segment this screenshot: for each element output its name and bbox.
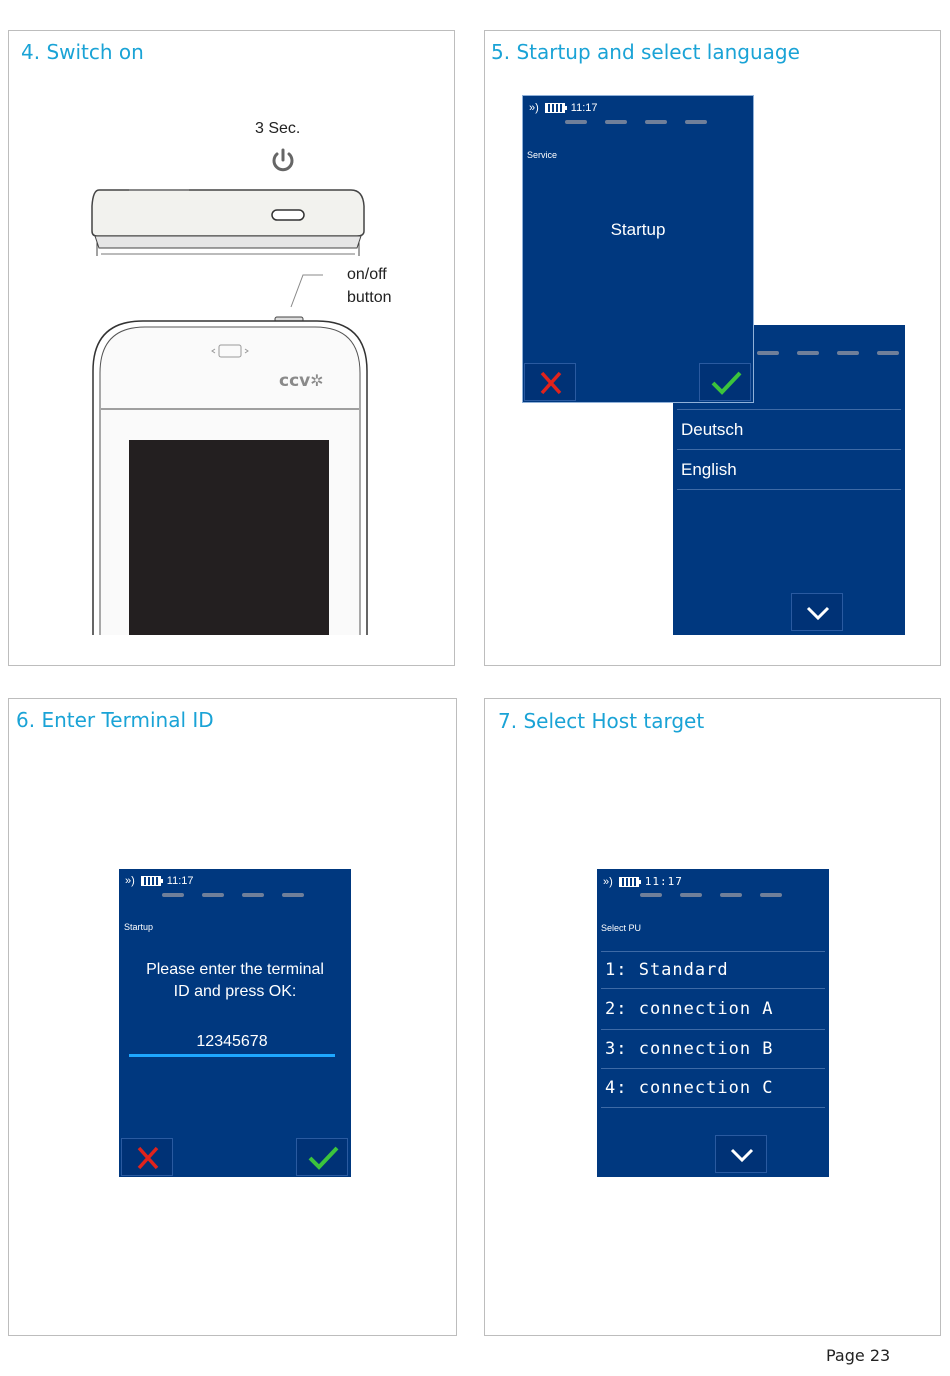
ccv-logo: ccv✲ <box>279 371 324 391</box>
panel-startup-language: 5. Startup and select language Deutsch E… <box>484 30 941 666</box>
on-off-label-line1: on/off <box>347 266 387 283</box>
device-front-view <box>92 316 368 635</box>
panel-title: 5. Startup and select language <box>491 40 800 64</box>
host-option-connection-a[interactable]: 2: connection A <box>601 989 825 1030</box>
duration-label: 3 Sec. <box>255 120 301 137</box>
host-target-screen: ») 11:17 Select PU 1: Standard 2: connec… <box>597 869 829 1177</box>
scroll-down-button[interactable] <box>791 593 843 631</box>
contactless-icon: ») <box>529 102 539 114</box>
progress-dashes <box>565 120 707 124</box>
startup-message: Startup <box>610 220 666 239</box>
clock: 11:17 <box>570 102 598 114</box>
progress-dashes <box>640 893 782 897</box>
ok-button[interactable] <box>699 363 751 401</box>
progress-dashes <box>757 351 899 355</box>
host-option-connection-b[interactable]: 3: connection B <box>601 1030 825 1069</box>
battery-icon <box>618 876 641 887</box>
button-pointer-line <box>290 274 323 308</box>
language-option-english[interactable]: English <box>677 450 901 490</box>
screen-caption: Select PU <box>601 923 642 933</box>
panel-title: 6. Enter Terminal ID <box>16 708 214 732</box>
scroll-down-button[interactable] <box>715 1135 767 1173</box>
power-icon <box>272 148 294 172</box>
cancel-button[interactable] <box>121 1138 173 1176</box>
status-bar: ») 11:17 <box>529 102 598 114</box>
panel-terminal-id: 6. Enter Terminal ID ») 11:17 Startup Pl… <box>8 698 457 1336</box>
clock: 11:17 <box>166 875 194 887</box>
progress-dashes <box>162 893 304 897</box>
language-screen: Deutsch English <box>673 325 905 635</box>
status-bar: ») 11:17 <box>603 875 683 888</box>
on-off-label: on/off button <box>347 263 391 309</box>
battery-icon <box>140 876 163 886</box>
terminal-id-screen: ») 11:17 Startup Please enter the termin… <box>119 869 351 1177</box>
ccv-logo-text: ccv <box>279 371 311 391</box>
screen-caption: Service <box>527 150 558 160</box>
check-icon <box>711 371 742 395</box>
prompt-line-2: ID and press OK: <box>173 983 297 1000</box>
battery-icon <box>544 103 567 113</box>
status-bar: ») 11:17 <box>125 875 194 887</box>
terminal-id-prompt: Please enter the terminal ID and press O… <box>119 959 351 1003</box>
on-off-label-line2: button <box>347 289 392 306</box>
panel-host-target: 7. Select Host target ») 11:17 Select PU… <box>484 698 941 1336</box>
page-number: Page 23 <box>826 1346 891 1365</box>
language-option-deutsch[interactable]: Deutsch <box>677 409 901 450</box>
host-option-standard[interactable]: 1: Standard <box>601 951 825 989</box>
startup-screen: ») 11:17 Service Startup <box>522 95 754 403</box>
check-icon <box>308 1146 339 1170</box>
terminal-id-input[interactable]: 12345678 <box>129 1033 335 1057</box>
host-option-connection-c[interactable]: 4: connection C <box>601 1069 825 1108</box>
chevron-down-icon <box>806 606 830 621</box>
cancel-x-icon <box>540 371 562 395</box>
clock: 11:17 <box>644 875 683 888</box>
panel-title: 7. Select Host target <box>498 709 705 733</box>
chevron-down-icon <box>730 1148 754 1163</box>
panel-switch-on: 4. Switch on 3 Sec. on/off button ccv✲ <box>8 30 455 666</box>
device-top-view <box>91 189 365 256</box>
ok-button[interactable] <box>296 1138 348 1176</box>
panel-title: 4. Switch on <box>21 40 144 64</box>
ccv-flower-icon: ✲ <box>310 371 324 390</box>
contactless-icon: ») <box>125 875 135 887</box>
cancel-button[interactable] <box>524 363 576 401</box>
prompt-line-1: Please enter the terminal <box>146 961 324 978</box>
cancel-x-icon <box>137 1146 159 1170</box>
screen-caption: Startup <box>124 922 154 932</box>
contactless-icon: ») <box>603 875 613 888</box>
